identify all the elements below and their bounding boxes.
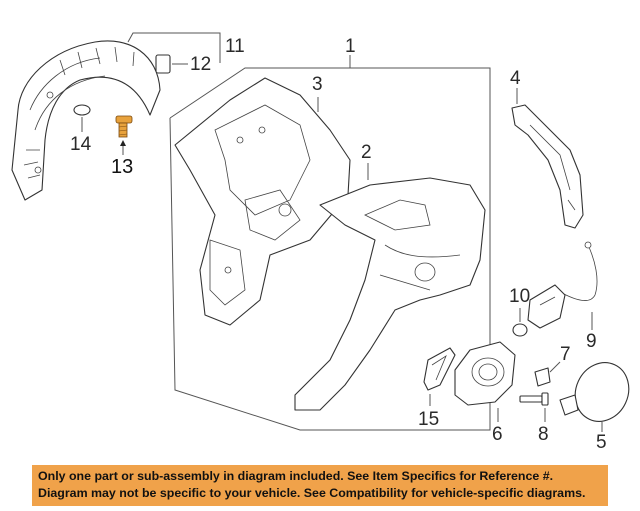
callout-6: 6 xyxy=(492,424,503,445)
quarter-panel-part-2 xyxy=(294,163,486,411)
release-cable-part-9 xyxy=(559,241,598,330)
filler-housing-part-6 xyxy=(454,341,516,422)
clip-part-12 xyxy=(155,54,188,74)
disclaimer-line-1: Only one part or sub-assembly in diagram… xyxy=(38,469,554,483)
actuator-part-10 xyxy=(512,284,566,337)
bolt-part-8 xyxy=(519,392,549,422)
disclaimer-banner: Only one part or sub-assembly in diagram… xyxy=(32,465,608,506)
assembly-bracket-11 xyxy=(127,32,221,63)
disclaimer-line-2: Diagram may not be specific to your vehi… xyxy=(38,486,586,500)
callout-4: 4 xyxy=(510,68,521,89)
seal-part-15 xyxy=(423,347,456,406)
callout-3: 3 xyxy=(312,74,323,95)
callout-10: 10 xyxy=(509,286,531,307)
callout-8: 8 xyxy=(538,424,549,445)
callout-9: 9 xyxy=(586,331,597,352)
wheel-liner-part xyxy=(11,40,161,201)
callout-13: 13 xyxy=(111,156,134,178)
callout-2: 2 xyxy=(361,142,372,163)
parts-diagram xyxy=(11,32,630,432)
callout-1: 1 xyxy=(345,36,356,57)
callout-11: 11 xyxy=(225,36,245,57)
reinforcement-part-4 xyxy=(511,88,584,229)
push-nut-part-14 xyxy=(73,104,91,132)
callout-14: 14 xyxy=(70,134,92,155)
assembly-bracket-1 xyxy=(169,55,491,431)
callout-5: 5 xyxy=(596,432,607,453)
inner-panel-part-3 xyxy=(174,77,351,326)
callout-15: 15 xyxy=(418,409,440,430)
fuel-door-part-5 xyxy=(559,362,630,432)
callout-12: 12 xyxy=(190,54,212,75)
callout-7: 7 xyxy=(560,344,571,365)
clip-part-7 xyxy=(534,361,561,387)
screw-part-13-highlighted xyxy=(115,115,133,155)
